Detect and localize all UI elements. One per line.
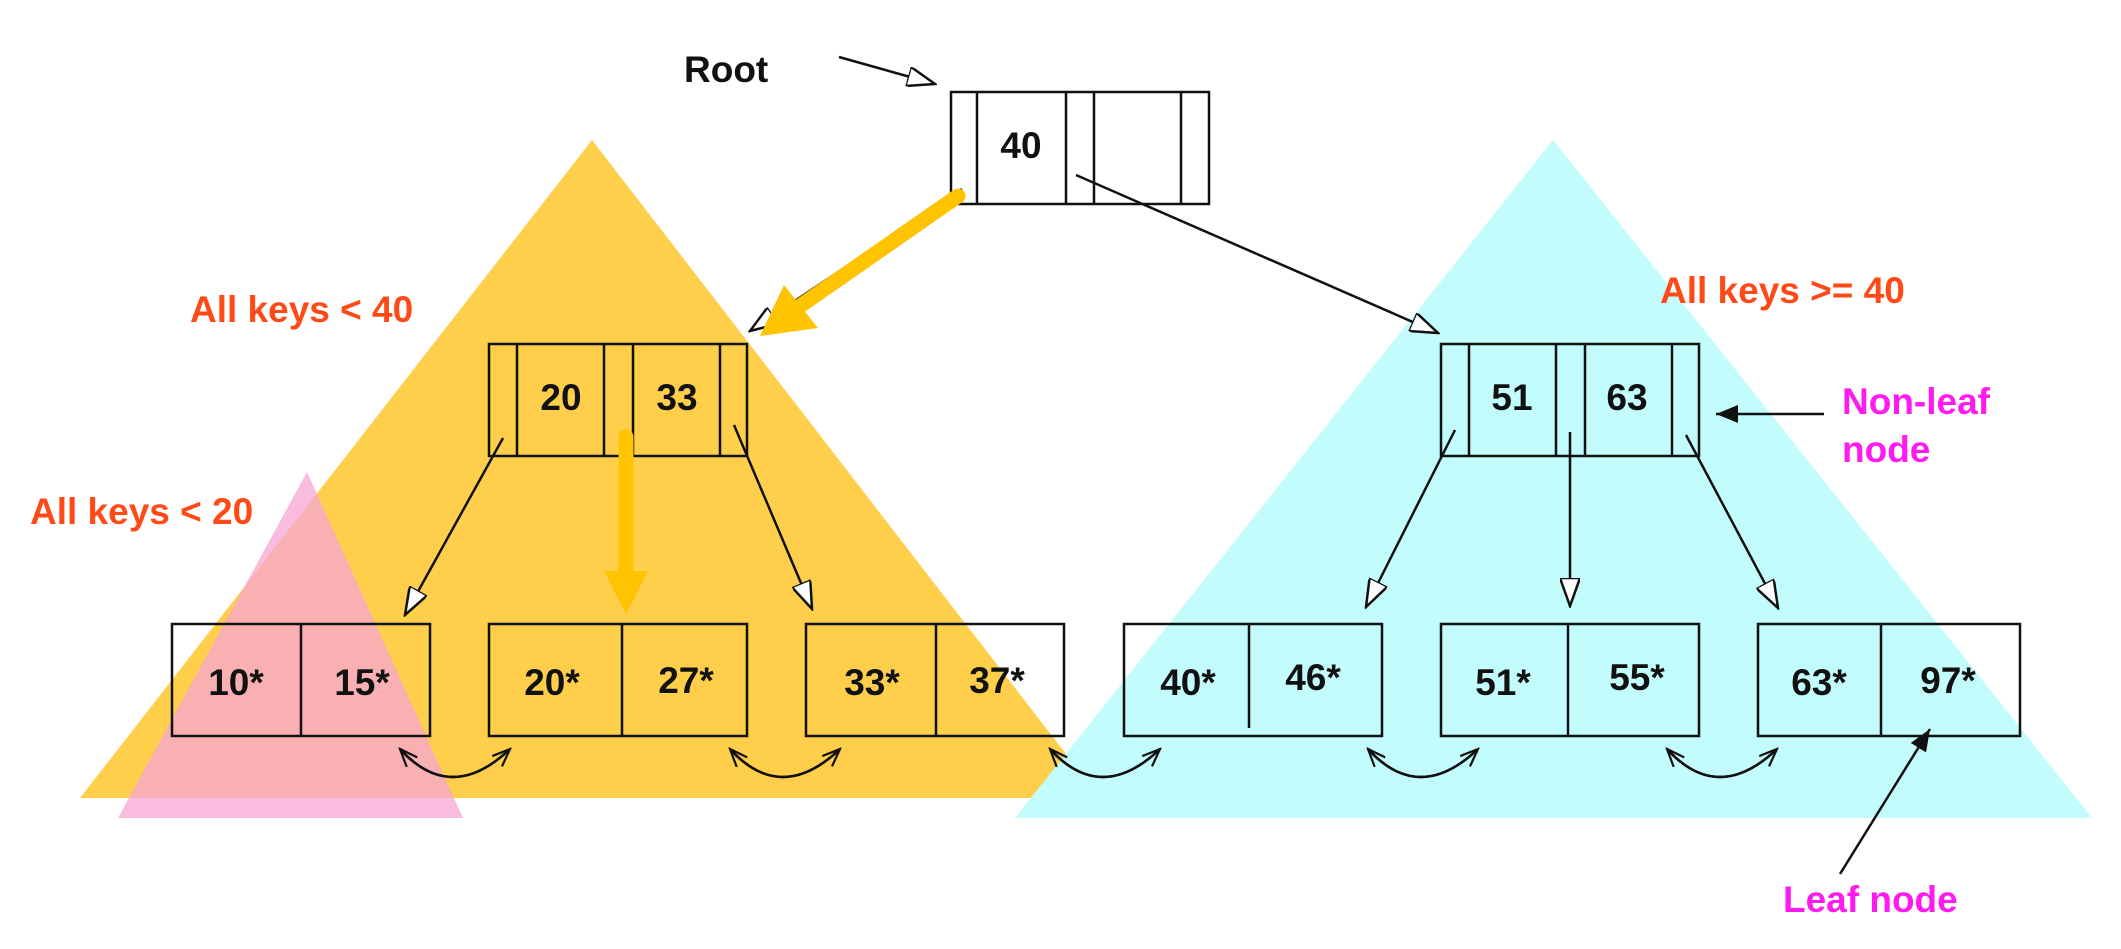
left-range-label: All keys < 40 — [190, 289, 413, 330]
leaf-node: 51* 55* — [1439, 622, 1701, 738]
sibling-link-head — [730, 749, 841, 779]
search-path-arrow — [760, 188, 966, 336]
internal-left-key: 33 — [656, 377, 697, 418]
child-pointer — [405, 437, 505, 615]
leaf-key: 33* — [844, 662, 900, 703]
leaf-key: 10* — [208, 662, 264, 703]
child-pointer — [1366, 429, 1457, 607]
internal-right-key: 51 — [1491, 377, 1532, 418]
internal-node-right: 51 63 — [1439, 342, 1701, 458]
root-node: 40 — [949, 90, 1211, 206]
leaf-key: 63* — [1791, 662, 1847, 703]
sibling-link-head — [1368, 749, 1479, 779]
leaf-key: 37* — [969, 660, 1025, 701]
search-path-arrow — [604, 429, 648, 614]
leaf-key: 55* — [1609, 657, 1665, 698]
small-subtree-region — [118, 472, 463, 818]
leaf-key: 40* — [1160, 662, 1216, 703]
leaf-callout-arrow — [1838, 728, 1932, 875]
nonleaf-node-label: Non-leaf — [1842, 381, 1991, 422]
child-pointer — [1684, 434, 1778, 608]
nonleaf-node-label: node — [1842, 429, 1930, 470]
small-range-label: All keys < 20 — [30, 491, 253, 532]
root-key: 40 — [1000, 125, 1041, 166]
leaf-key: 46* — [1285, 657, 1341, 698]
leaf-key: 27* — [658, 660, 714, 701]
leaf-key: 20* — [524, 662, 580, 703]
internal-right-key: 63 — [1606, 377, 1647, 418]
leaf-node: 10* 15* — [170, 622, 432, 738]
leaf-node: 40* 46* — [1122, 622, 1384, 738]
leaf-key: 97* — [1920, 660, 1976, 701]
child-pointer — [732, 424, 812, 609]
leaf-node: 20* 27* — [487, 622, 749, 738]
root-label: Root — [684, 49, 768, 90]
root-pointer-arrow — [838, 55, 935, 84]
right-subtree-region — [1015, 140, 2092, 818]
leaf-key: 51* — [1475, 662, 1531, 703]
root-right-pointer — [1075, 173, 1438, 333]
sibling-link-head — [1050, 749, 1161, 779]
sibling-link-head — [400, 749, 511, 779]
leaf-node: 63* 97* — [1756, 622, 2022, 738]
sibling-link-head — [1667, 749, 1778, 779]
leaf-node-label: Leaf node — [1783, 879, 1958, 920]
internal-left-key: 20 — [540, 377, 581, 418]
leaf-key: 15* — [334, 662, 390, 703]
leaf-node: 33* 37* — [804, 622, 1066, 738]
right-range-label: All keys >= 40 — [1660, 270, 1905, 311]
